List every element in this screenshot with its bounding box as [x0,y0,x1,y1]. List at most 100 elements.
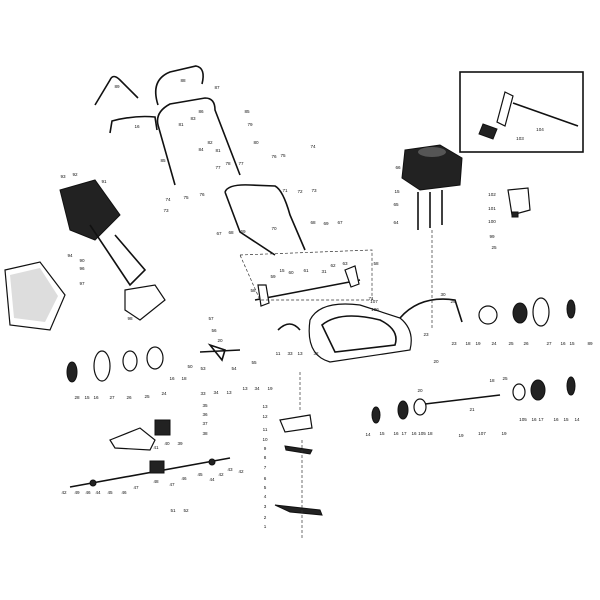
part-callout-label: 34 [213,390,219,395]
part-callout-label: 81 [215,148,221,153]
part-callout-label: 78 [225,161,231,166]
control-box [507,187,531,218]
part-callout-label: 53 [200,366,206,371]
part-callout-label: 52 [183,508,189,513]
part-callout-label: 101 [488,206,496,211]
part-callout-label: 26 [523,341,529,346]
part-callout-label: 42 [238,469,244,474]
part-callout-label: 14 [574,417,580,422]
part-callout-label: 46 [121,490,127,495]
part-callout-label: 68 [228,230,234,235]
upper-handle [154,65,241,186]
part-callout-label: 15 [563,417,569,422]
part-callout-label: 33 [200,391,206,396]
part-callout-label: 51 [170,508,176,513]
part-callout-label: 13 [242,386,248,391]
part-callout-label: 24 [161,391,167,396]
part-callout-label: 15 [84,395,90,400]
part-callout-label: 5 [264,485,267,490]
part-callout-label: 19 [501,431,507,436]
part-callout-label: 11 [276,351,281,356]
part-callout-label: 104 [536,127,544,132]
part-callout-label: 12 [262,414,268,419]
part-callout-label: 15 [394,189,400,194]
part-callout-label: 6 [264,476,267,481]
part-callout-label: 45 [107,490,113,495]
part-callout-label: 105 [418,431,426,436]
part-callout-label: 90 [79,258,85,263]
part-callout-label: 42 [61,490,67,495]
part-callout-label: 25 [491,245,497,250]
part-callout-label: 98 [127,316,133,321]
part-callout-label: 10 [262,437,268,442]
mower-deck [277,303,412,363]
part-callout-label: 62 [330,263,336,268]
part-callout-label: 61 [303,268,309,273]
part-callout-label: 102 [488,192,496,197]
part-callout-label: 94 [67,253,73,258]
part-callout-label: 58 [373,261,379,266]
part-callout-label: 40 [164,441,170,446]
part-callout-label: 19 [267,386,273,391]
part-callout-label: 16 [93,395,99,400]
part-callout-label: 45 [197,472,203,477]
part-callout-label: 76 [199,192,205,197]
part-callout-label: 49 [74,490,80,495]
part-callout-label: 89 [114,84,120,89]
part-callout-label: 30 [440,292,446,297]
part-callout-label: 29 [450,299,456,304]
part-callout-label: 25 [502,376,508,381]
part-callout-label: 44 [209,477,215,482]
part-callout-label: 103 [516,136,524,141]
part-callout-label: 14 [365,432,371,437]
part-callout-label: 86 [198,109,204,114]
part-callout-label: 19 [475,341,481,346]
part-callout-label: 99 [489,234,495,239]
part-callout-label: 7 [264,465,267,470]
part-callout-label: 41 [153,445,159,450]
part-callout-label: 16 [531,417,537,422]
part-callout-label: 19 [458,433,464,438]
part-callout-label: 16 [411,431,417,436]
part-callout-label: 81 [178,122,184,127]
part-callout-label: 76 [271,154,277,159]
part-callout-label: 89 [587,341,593,346]
part-callout-label: 24 [491,341,497,346]
part-callout-label: 17 [538,417,544,422]
part-callout-label: 42 [218,472,224,477]
part-callout-label: 1 [264,524,267,529]
side-discharge-chute [109,419,171,451]
lower-handle [224,184,306,256]
part-callout-label: 73 [311,188,317,193]
part-callout-label: 50 [187,364,193,369]
part-callout-label: 70 [271,226,277,231]
part-callout-label: 74 [310,144,316,149]
front-axle-wheel-set [371,376,576,424]
part-callout-label: 46 [181,476,187,481]
part-callout-label: 54 [231,366,237,371]
part-callout-label: 96 [79,266,85,271]
part-callout-label: 39 [177,441,183,446]
part-callout-label: 27 [546,341,552,346]
part-callout-label: 3 [264,504,267,509]
part-callout-label: 4 [264,494,267,499]
part-callout-label: 92 [72,172,78,177]
blade-assembly [274,414,323,540]
part-callout-label: 44 [95,490,101,495]
part-callout-label: 46 [85,490,91,495]
part-callout-label: 17 [401,431,407,436]
part-callout-label: 43 [227,467,233,472]
part-callout-label: 106 [371,307,379,312]
part-callout-label: 47 [169,482,175,487]
rear-right-wheel-set [399,297,576,327]
part-callout-label: 55 [251,360,257,365]
part-callout-label: 27 [109,395,115,400]
rear-axle-assembly [254,265,361,307]
part-callout-label: 91 [101,179,107,184]
drive-gearbox [69,457,231,488]
part-callout-label: 59 [270,274,276,279]
part-callout-label: 73 [163,208,169,213]
part-callout-label: 13 [262,404,268,409]
part-callout-label: 23 [423,332,429,337]
